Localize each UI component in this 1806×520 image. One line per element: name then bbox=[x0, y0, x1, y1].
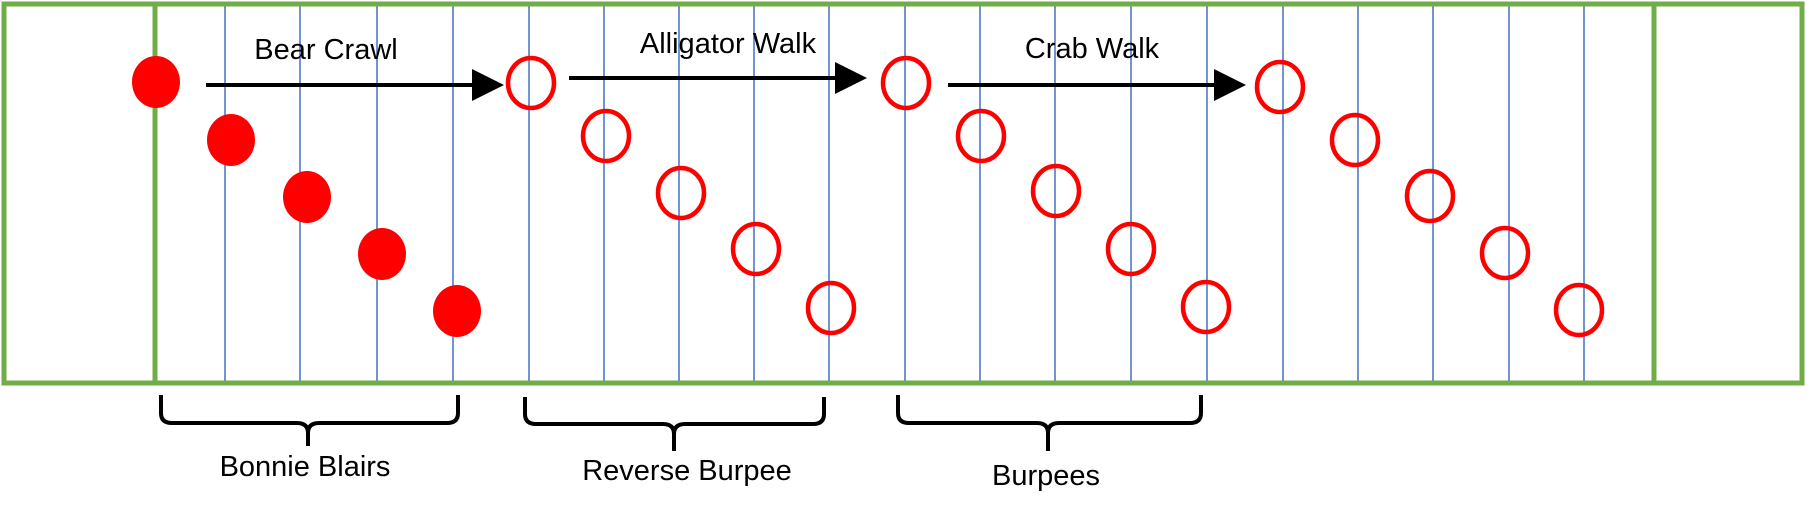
open-marker bbox=[1180, 279, 1232, 335]
label-crab-walk: Crab Walk bbox=[1025, 33, 1160, 65]
filled-marker bbox=[207, 114, 255, 166]
label-alligator-walk: Alligator Walk bbox=[640, 28, 817, 60]
open-marker-group bbox=[505, 55, 857, 336]
open-marker-group bbox=[880, 55, 1232, 335]
open-marker bbox=[1105, 221, 1157, 277]
open-marker bbox=[730, 221, 782, 277]
direction-arrows bbox=[206, 62, 1246, 101]
bracket-bonnie-blairs bbox=[159, 395, 460, 446]
open-marker bbox=[655, 165, 707, 221]
open-marker bbox=[955, 108, 1007, 164]
open-marker-group bbox=[1254, 59, 1605, 338]
curly-brackets bbox=[159, 395, 1203, 451]
bracket-burpees bbox=[896, 395, 1203, 451]
open-marker bbox=[1553, 282, 1605, 338]
yard-lines bbox=[224, 5, 1585, 382]
filled-marker bbox=[358, 228, 406, 280]
label-reverse-burpee: Reverse Burpee bbox=[582, 455, 792, 487]
filled-marker-group bbox=[132, 56, 481, 337]
open-marker bbox=[1254, 59, 1306, 115]
field-border bbox=[1, 1, 1805, 386]
bracket-reverse-burpee bbox=[523, 397, 826, 451]
open-marker bbox=[1030, 163, 1082, 219]
open-marker bbox=[1329, 112, 1381, 168]
label-burpees: Burpees bbox=[992, 460, 1100, 492]
open-marker bbox=[1479, 225, 1531, 281]
open-marker bbox=[1404, 168, 1456, 224]
label-bear-crawl: Bear Crawl bbox=[254, 34, 397, 66]
open-marker bbox=[880, 55, 932, 111]
filled-marker bbox=[283, 171, 331, 223]
open-marker bbox=[805, 280, 857, 336]
open-marker bbox=[580, 108, 632, 164]
filled-marker bbox=[433, 285, 481, 337]
filled-marker bbox=[132, 56, 180, 108]
label-bonnie-blairs: Bonnie Blairs bbox=[220, 451, 391, 483]
open-marker bbox=[505, 55, 557, 111]
